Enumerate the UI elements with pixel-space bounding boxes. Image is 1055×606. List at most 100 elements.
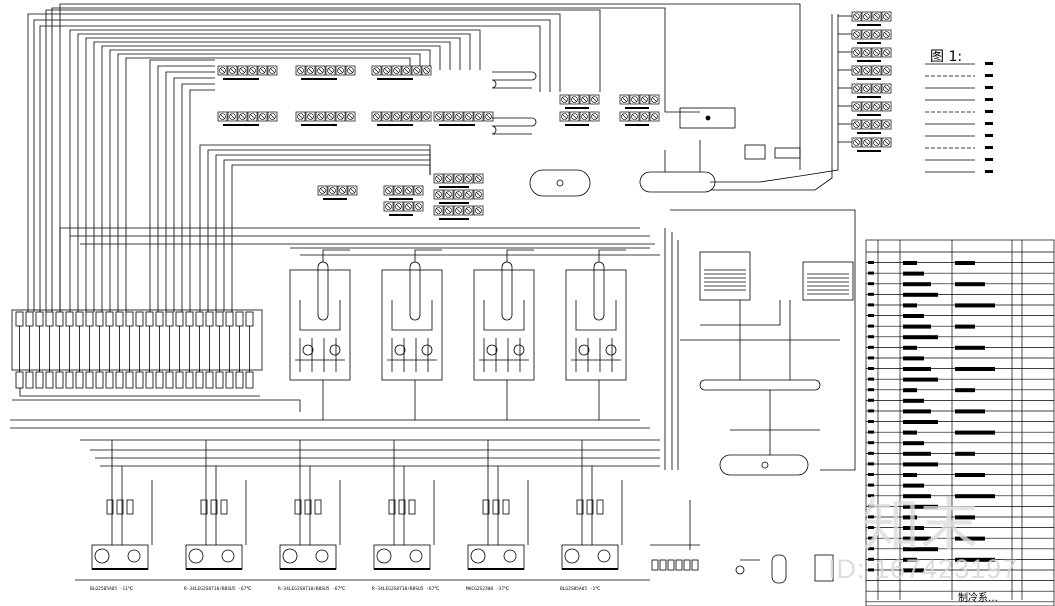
terminal-strip-icon [851, 119, 892, 134]
table-cell-mark [868, 388, 874, 392]
valve-icon [45, 371, 54, 389]
table-cell-mark [903, 568, 924, 573]
valve-icon [294, 499, 302, 515]
valve-icon [220, 499, 228, 515]
table-cell-mark [903, 261, 917, 265]
pump-icon [302, 344, 314, 356]
legend-panel [925, 62, 993, 173]
pipe-line [215, 154, 431, 312]
control-box [814, 554, 834, 582]
valve-icon [95, 371, 104, 389]
table-cell-mark [903, 367, 931, 371]
valve-icon [215, 311, 224, 327]
pump-caption: BLG2S85AU5 -1℃ [560, 586, 601, 592]
table-cell-mark [868, 483, 874, 487]
coil-icon [491, 117, 537, 135]
table-cell-mark [868, 526, 874, 529]
terminal-strip-icon [371, 111, 432, 126]
valve-icon [492, 499, 500, 515]
table-cell-mark [955, 494, 995, 499]
terminal-strip-icon [559, 94, 600, 109]
valve-icon [165, 311, 174, 327]
valve-icon [115, 311, 124, 327]
terminal-strip-icon [559, 111, 600, 126]
valve-icon [667, 559, 675, 571]
legend-label-mark [985, 62, 993, 65]
table-cell-mark [903, 398, 924, 403]
table-cell-mark [903, 473, 917, 477]
terminal-strip-icon [217, 65, 278, 80]
pipe-line [77, 33, 471, 312]
pipe-line [799, 14, 839, 177]
separator-vessel-icon [317, 261, 329, 321]
valve-icon [115, 371, 124, 389]
valve-icon [145, 311, 154, 327]
valve-icon [210, 499, 218, 515]
table-cell-mark [955, 388, 975, 393]
terminal-strip-icon [217, 111, 278, 126]
table-cell-mark [868, 282, 874, 286]
table-cell-mark [868, 377, 874, 381]
terminal-strip-icon [851, 137, 892, 152]
valve-icon [205, 371, 214, 389]
tank-icon [771, 554, 787, 584]
valve-icon [105, 311, 114, 327]
valve-icon [125, 311, 134, 327]
legend-label-mark [985, 158, 993, 161]
pipe-line [117, 53, 421, 312]
valve-icon [15, 371, 24, 389]
compressor-unit [373, 440, 435, 570]
pipe-line [69, 29, 481, 312]
tank-icon [529, 169, 591, 197]
pipe-line [181, 83, 215, 312]
pump-icon [188, 548, 204, 564]
table-cell-mark [868, 324, 874, 328]
valve-icon [155, 311, 164, 327]
pipe-line [157, 65, 215, 312]
table-cell-mark [903, 271, 924, 276]
legend-label-mark [985, 122, 993, 125]
separator-unit [289, 249, 351, 420]
pump-icon [394, 344, 406, 356]
pump-icon [486, 344, 498, 356]
pipe-line [710, 14, 833, 191]
table-cell-mark [903, 335, 938, 340]
motor-icon [127, 549, 141, 563]
valve-icon [205, 311, 214, 327]
table-cell-mark [868, 473, 874, 476]
valve-icon [35, 371, 44, 389]
table-cell-mark [955, 345, 985, 350]
valve-icon [106, 499, 114, 515]
table-cell-mark [903, 377, 938, 382]
valve-icon [398, 499, 406, 515]
valve-icon [65, 311, 74, 327]
drawing-name: 制冷系… [958, 593, 998, 604]
terminal-strip-icon [295, 111, 356, 126]
table-cell-mark [903, 430, 917, 435]
pipe-line [19, 388, 260, 397]
table-frame [865, 239, 1055, 606]
table-cell-mark [868, 504, 874, 508]
terminal-strip-icon [619, 94, 660, 109]
pipe-line [149, 59, 215, 312]
valve-icon [245, 371, 254, 389]
table-cell-mark [868, 409, 874, 413]
valve-icon [75, 311, 84, 327]
control-box [744, 144, 766, 160]
valve-icon [659, 559, 667, 571]
legend-label-mark [985, 110, 993, 113]
terminal-strip-icon [433, 111, 494, 126]
table-cell-mark [868, 536, 874, 540]
table-cell-mark [903, 282, 931, 287]
valve-icon [304, 499, 312, 515]
terminal-strip-icon [851, 83, 892, 98]
pipe-line [101, 45, 441, 312]
table-cell-mark [868, 303, 874, 307]
table-cell-mark [903, 536, 931, 541]
table-cell-mark [955, 261, 975, 265]
terminal-strip-icon [371, 65, 432, 80]
table-cell-mark [868, 494, 874, 498]
valve-icon [195, 311, 204, 327]
pipe-line [414, 249, 442, 262]
